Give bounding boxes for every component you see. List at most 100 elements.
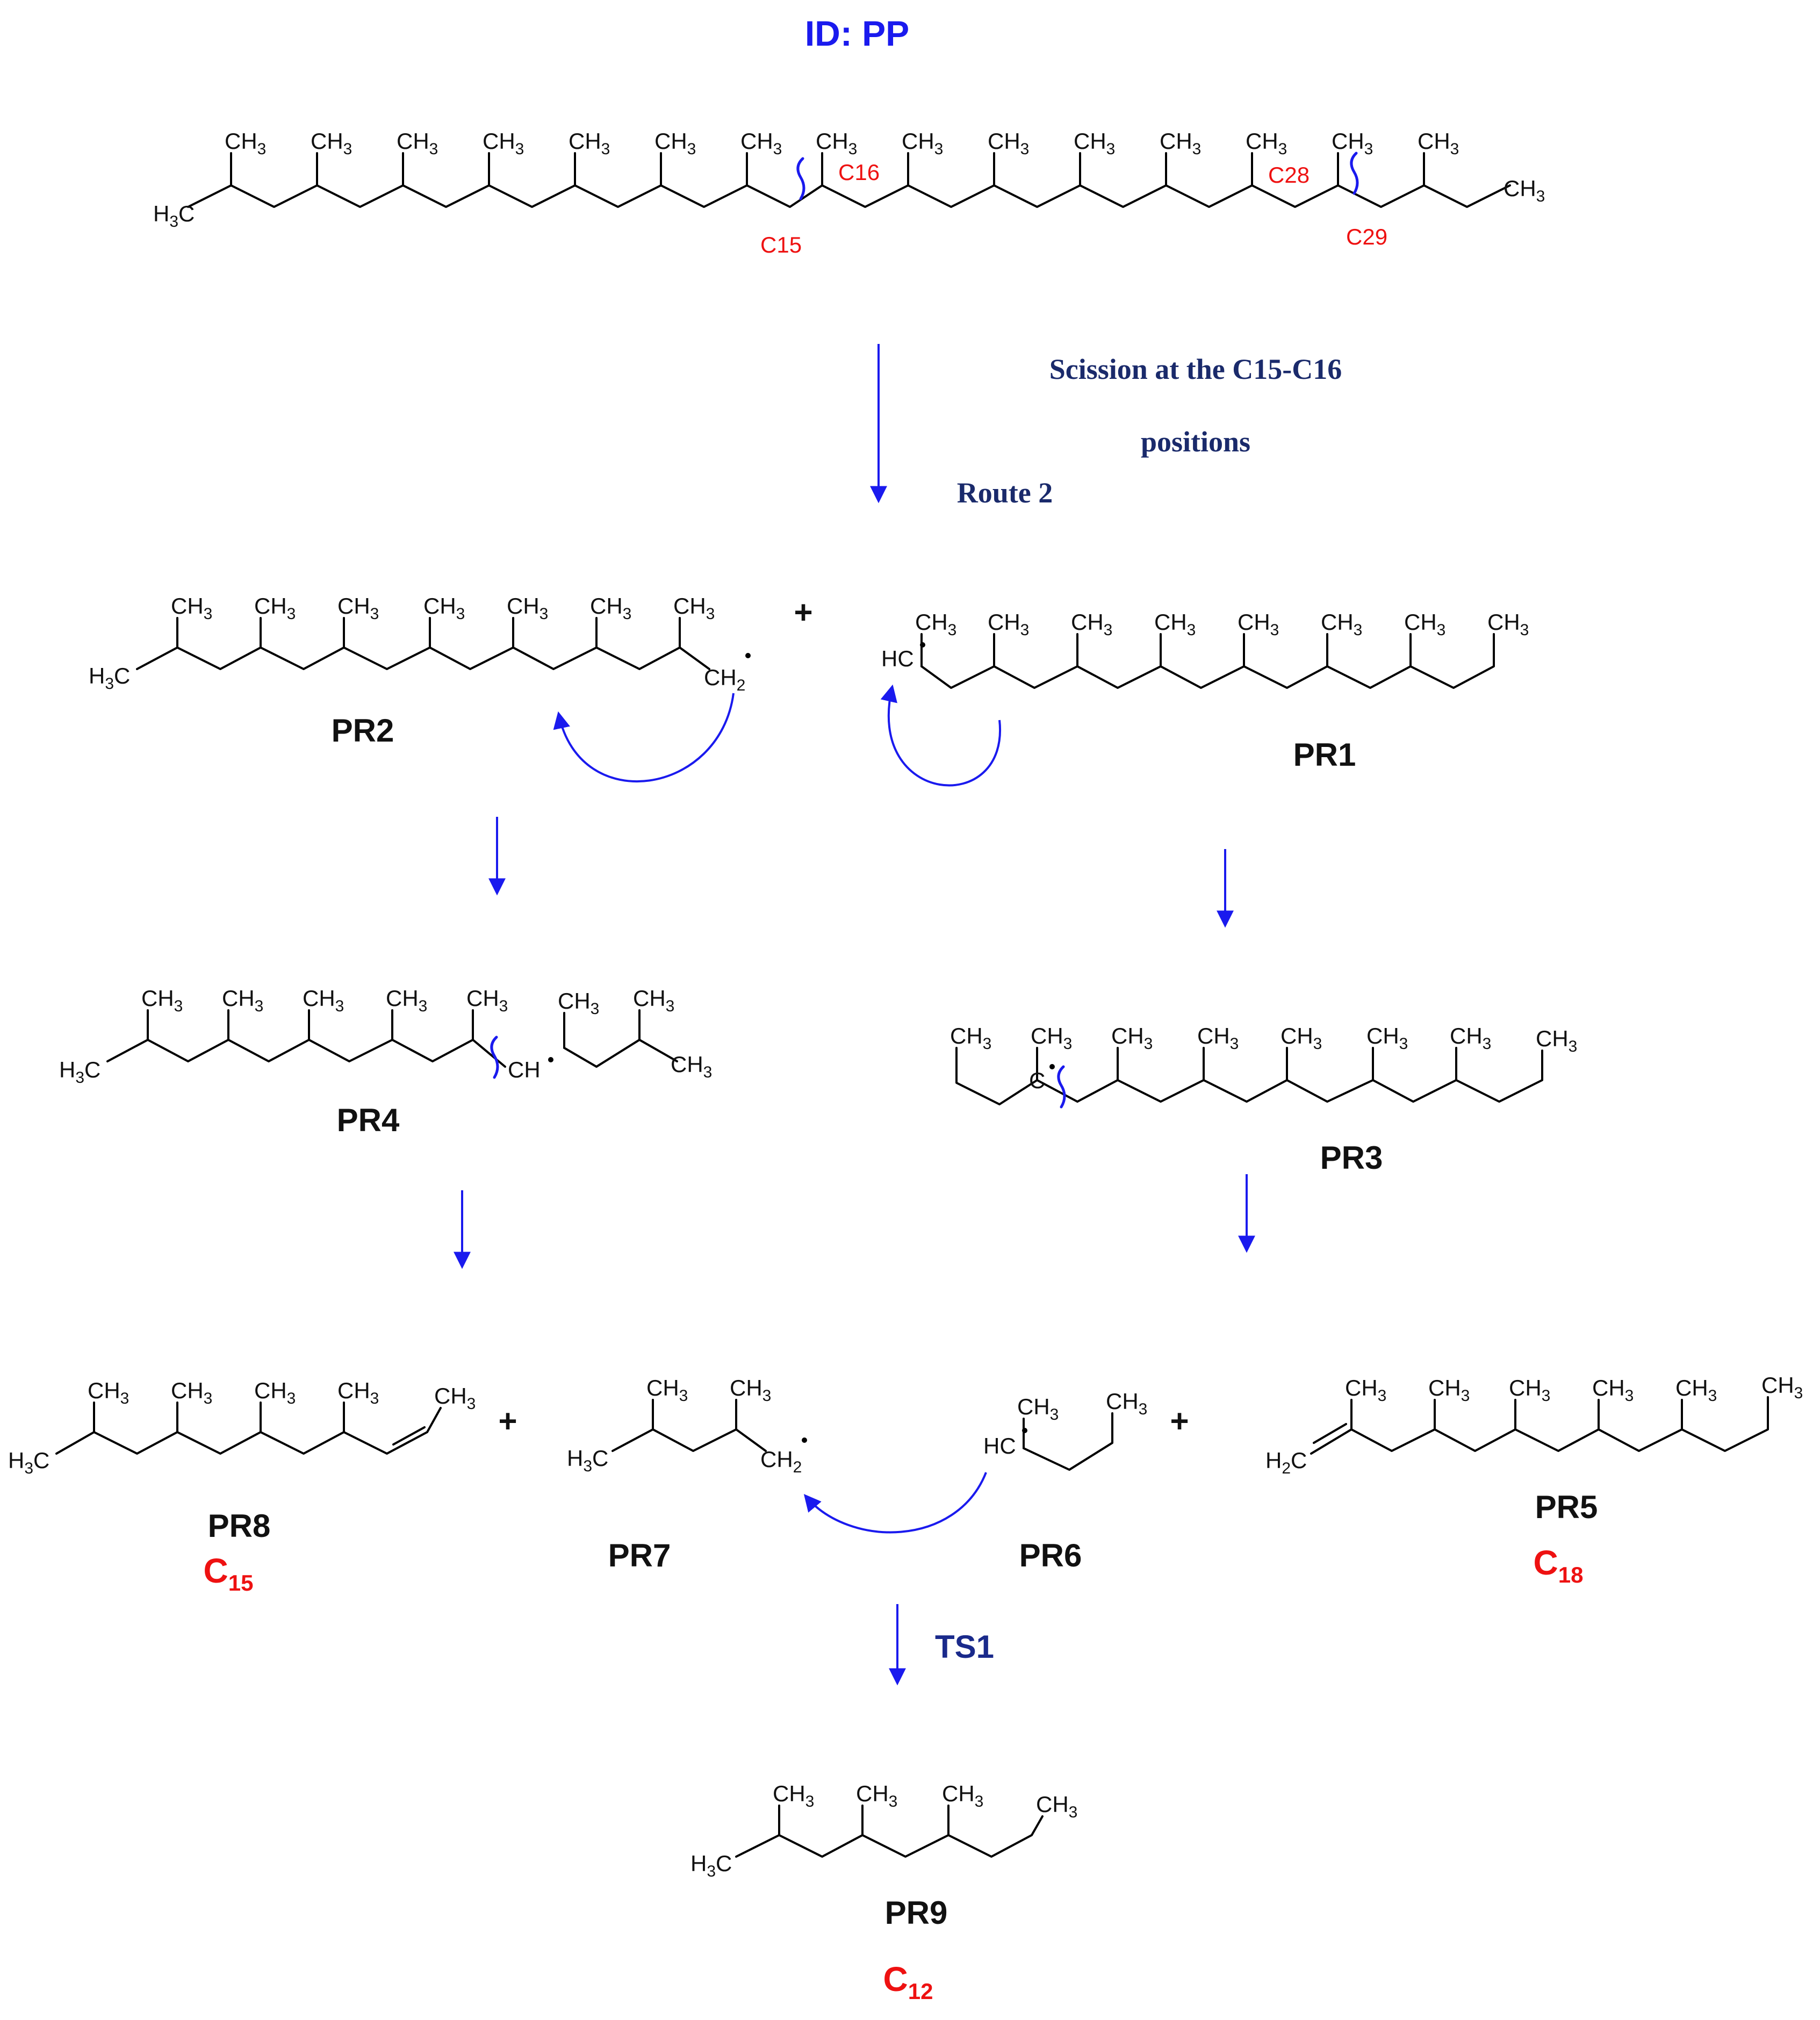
svg-text:H3C: H3C xyxy=(567,1446,608,1475)
label-c29: C29 xyxy=(1346,224,1387,249)
methyl-label: CH3 xyxy=(1160,128,1201,158)
methyl-label: CH3 xyxy=(386,986,427,1015)
label-pr8: PR8 xyxy=(208,1508,271,1544)
svg-text:CH2: CH2 xyxy=(704,665,745,694)
methyl-label: CH3 xyxy=(1366,1023,1408,1053)
methyl-label: CH3 xyxy=(337,1378,379,1407)
methyl-label: CH3 xyxy=(483,128,524,158)
methyl-label: CH3 xyxy=(1761,1372,1803,1402)
methyl-label: CH3 xyxy=(816,128,857,158)
scission-text-line2: positions xyxy=(1141,426,1250,458)
curved-arrow-pr6 xyxy=(803,1472,987,1534)
scission-mark-c29 xyxy=(1350,152,1359,195)
scission-text-line1: Scission at the C15-C16 xyxy=(1049,353,1342,385)
methyl-label: CH3 xyxy=(1238,609,1279,639)
methyl-label: CH3 xyxy=(1281,1023,1322,1053)
plus-3: + xyxy=(1170,1403,1189,1439)
methyl-label: CH3 xyxy=(646,1375,688,1405)
svg-text:H3C: H3C xyxy=(59,1057,100,1087)
methyl-label: CH3 xyxy=(950,1023,991,1053)
ts1-label: TS1 xyxy=(935,1629,994,1665)
methyl-label: CH3 xyxy=(311,128,352,158)
methyl-label: CH3 xyxy=(1197,1023,1239,1053)
methyl-label: CH3 xyxy=(856,1781,897,1810)
methyl-label: CH3 xyxy=(1592,1375,1634,1405)
label-pr4: PR4 xyxy=(337,1102,400,1138)
pr7-molecule: H3C CH2 xyxy=(567,1399,807,1476)
pr6-molecule: HC xyxy=(983,1412,1113,1471)
methyl-label: CH3 xyxy=(1031,1023,1072,1053)
methyl-label: CH3 xyxy=(1345,1375,1386,1405)
route-label: Route 2 xyxy=(957,477,1053,509)
methyl-label: CH3 xyxy=(225,128,266,158)
label-pr1: PR1 xyxy=(1293,737,1356,773)
methyl-label: CH3 xyxy=(222,986,263,1015)
plus-1: + xyxy=(794,594,812,630)
methyl-label: CH3 xyxy=(1450,1023,1491,1053)
methyl-label: CH3 xyxy=(397,128,438,158)
methyl-label: CH3 xyxy=(558,988,599,1018)
scission-mark-pr3 xyxy=(1057,1065,1066,1109)
methyl-label: CH3 xyxy=(1106,1389,1147,1418)
label-pr6: PR6 xyxy=(1019,1537,1082,1573)
methyl-label: CH3 xyxy=(1509,1375,1550,1405)
svg-text:HC: HC xyxy=(983,1433,1016,1458)
label-pr3: PR3 xyxy=(1320,1140,1383,1176)
methyl-label: CH3 xyxy=(1487,609,1529,639)
svg-text:CH: CH xyxy=(508,1057,541,1082)
methyl-label: CH3 xyxy=(1428,1375,1470,1405)
carbon-count-pr9: C12 xyxy=(883,1960,933,2004)
label-c15: C15 xyxy=(760,232,802,257)
plus-2: + xyxy=(498,1403,517,1439)
methyl-label: CH3 xyxy=(942,1781,983,1810)
methyl-label: CH3 xyxy=(141,986,183,1015)
methyl-label: CH3 xyxy=(1071,609,1112,639)
methyl-label: CH3 xyxy=(337,593,379,623)
methyl-label: CH3 xyxy=(654,128,696,158)
label-c16: C16 xyxy=(838,160,880,185)
carbon-count-pr8: C15 xyxy=(204,1551,254,1595)
methyl-label: CH3 xyxy=(434,1383,476,1413)
scission-mark-pr4 xyxy=(490,1036,499,1079)
methyl-label: CH3 xyxy=(171,593,212,623)
methyl-label: CH3 xyxy=(730,1375,771,1405)
methyl-label: CH3 xyxy=(303,986,344,1015)
methyl-label: CH3 xyxy=(1504,176,1545,205)
methyl-label: CH3 xyxy=(773,1781,814,1810)
methyl-label: CH3 xyxy=(1321,609,1362,639)
pr5-molecule: H2C xyxy=(1265,1396,1769,1477)
methyl-label: CH3 xyxy=(1036,1792,1077,1821)
methyl-label: CH3 xyxy=(507,593,548,623)
pr8-molecule: H3C xyxy=(8,1401,442,1477)
methyl-label: CH3 xyxy=(423,593,465,623)
methyl-label: CH3 xyxy=(1074,128,1115,158)
methyl-label: CH3 xyxy=(1404,609,1445,639)
svg-text:H3C: H3C xyxy=(690,1851,732,1880)
methyl-label: CH3 xyxy=(915,609,956,639)
methyl-label: CH3 xyxy=(902,128,943,158)
methyl-label: CH3 xyxy=(673,593,715,623)
svg-text:H3C: H3C xyxy=(153,201,195,231)
methyl-label: CH3 xyxy=(671,1052,712,1081)
methyl-label: CH3 xyxy=(1675,1375,1717,1405)
label-pr2: PR2 xyxy=(332,713,394,749)
methyl-label: CH3 xyxy=(1418,128,1459,158)
svg-text:CH2: CH2 xyxy=(760,1447,802,1476)
pr1-molecule: HC xyxy=(881,633,1495,689)
methyl-label: CH3 xyxy=(988,609,1029,639)
pr4-molecule: H3C CH xyxy=(59,1009,678,1087)
svg-text:H2C: H2C xyxy=(1265,1448,1307,1477)
curved-arrow-pr1 xyxy=(880,684,1002,787)
svg-text:C: C xyxy=(1029,1068,1045,1093)
label-c28: C28 xyxy=(1268,162,1310,188)
scission-mark-c15 xyxy=(796,157,805,200)
scheme-title: ID: PP xyxy=(805,13,909,53)
methyl-label: CH3 xyxy=(988,128,1029,158)
methyl-label: CH3 xyxy=(1111,1023,1153,1053)
label-pr9: PR9 xyxy=(885,1895,948,1931)
methyl-label: CH3 xyxy=(88,1378,129,1407)
pp-molecule: H3C xyxy=(153,152,1511,231)
svg-text:H3C: H3C xyxy=(89,663,130,693)
